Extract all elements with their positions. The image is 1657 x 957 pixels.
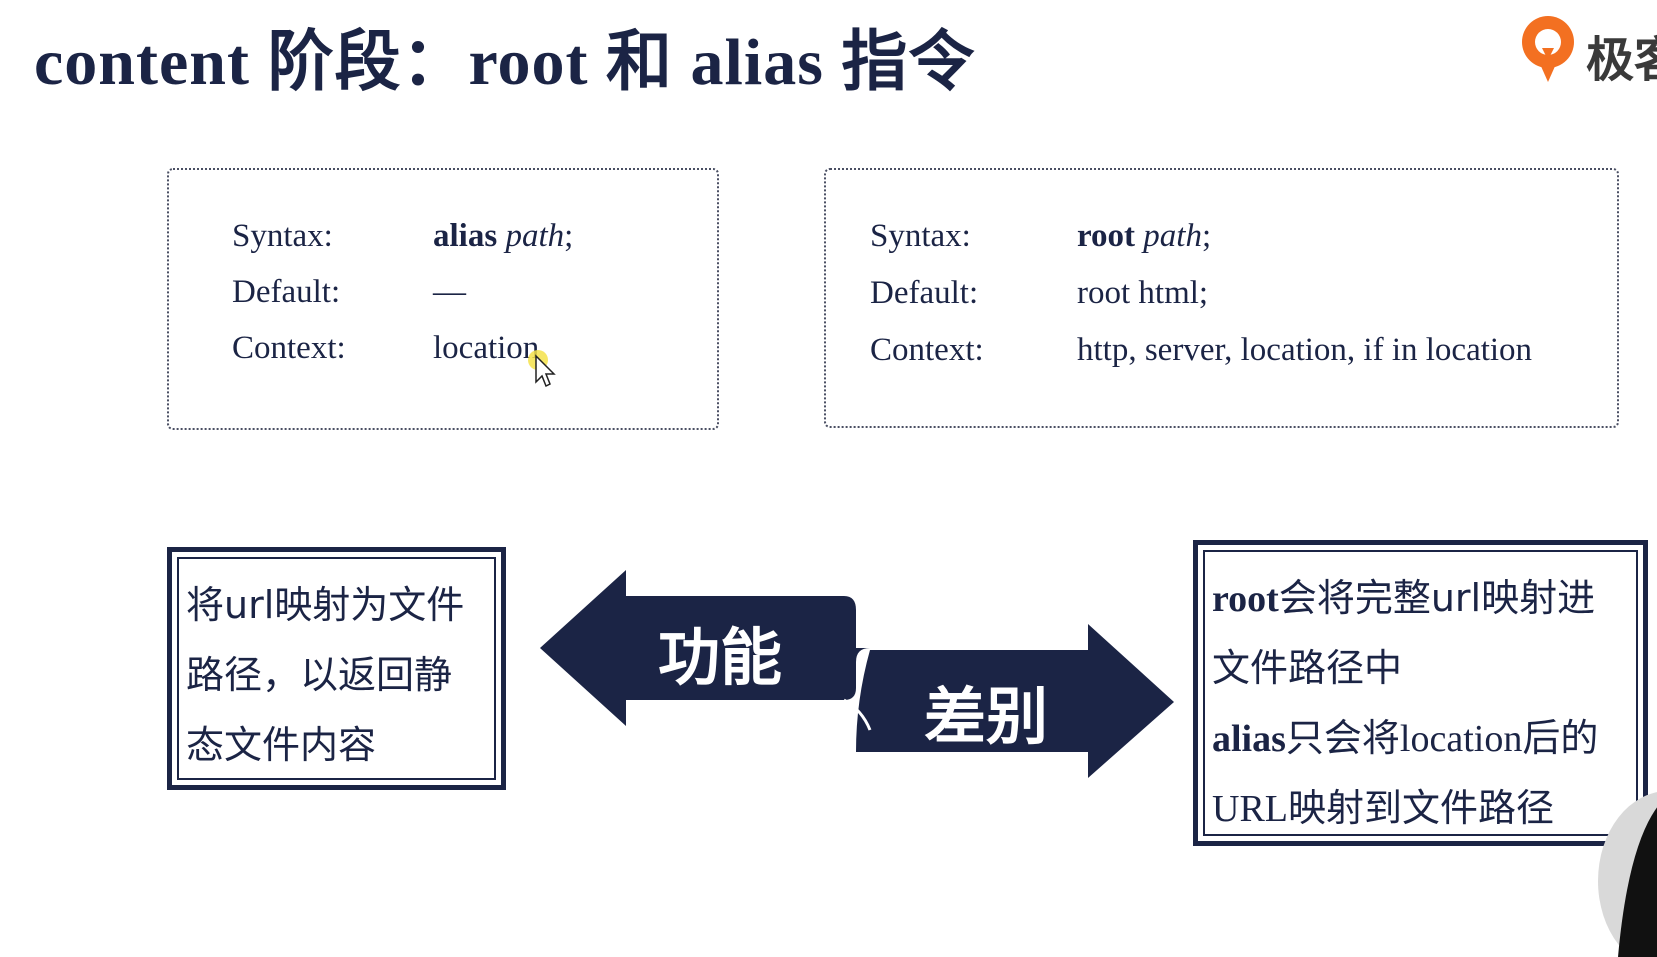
geekbang-logo: 极客 bbox=[1518, 12, 1657, 92]
context-label: Context: bbox=[232, 330, 346, 366]
mouse-cursor-icon bbox=[528, 350, 556, 388]
left-arrow-icon bbox=[540, 570, 856, 726]
syntax-value: alias path; bbox=[433, 218, 573, 255]
function-line-1: 将url映射为文件 bbox=[186, 583, 465, 627]
difference-line-1: root会将完整url映射进 bbox=[1212, 567, 1595, 622]
default-label: Default: bbox=[232, 274, 341, 310]
syntax-param: path bbox=[505, 218, 565, 254]
logo-text: 极客 bbox=[1586, 32, 1657, 88]
function-box: 将url映射为文件 路径，以返回静 态文件内容 bbox=[167, 547, 506, 790]
function-box-inner-border bbox=[177, 557, 496, 780]
difference-line-3-text-b: 后的 bbox=[1522, 716, 1599, 760]
default-value: root html; bbox=[1077, 275, 1209, 311]
syntax-param: path bbox=[1143, 218, 1202, 254]
function-line-2: 路径，以返回静 bbox=[186, 653, 453, 697]
syntax-label: Syntax: bbox=[232, 218, 333, 254]
context-label: Context: bbox=[870, 332, 984, 368]
difference-label: 差别 bbox=[924, 680, 1049, 753]
syntax-label: Syntax: bbox=[870, 218, 971, 254]
presenter-video-overlay bbox=[1598, 786, 1657, 957]
url-word: URL bbox=[1212, 788, 1288, 830]
context-value: http, server, location, if in location bbox=[1077, 332, 1533, 368]
function-label: 功能 bbox=[658, 621, 783, 694]
difference-box: root会将完整url映射进 文件路径中 alias只会将location后的 … bbox=[1193, 540, 1648, 846]
slide-title: content 阶段：root 和 alias 指令 bbox=[34, 26, 976, 99]
difference-line-3-text-a: 只会将 bbox=[1285, 716, 1400, 760]
syntax-value: root path; bbox=[1077, 218, 1211, 255]
alias-directive-box: Syntax: alias path; Default: — Context: … bbox=[167, 168, 719, 430]
root-keyword: root bbox=[1212, 578, 1279, 620]
syntax-end: ; bbox=[1201, 218, 1212, 254]
default-label: Default: bbox=[870, 275, 979, 311]
alias-keyword: alias bbox=[433, 218, 498, 254]
function-line-3: 态文件内容 bbox=[186, 723, 377, 767]
geekbang-logo-icon bbox=[1522, 16, 1574, 82]
syntax-end: ; bbox=[564, 218, 574, 254]
difference-line-4: URL映射到文件路径 bbox=[1212, 777, 1554, 832]
default-value: — bbox=[433, 274, 466, 310]
difference-line-1-text: 会将完整url映射进 bbox=[1278, 576, 1596, 620]
difference-line-3: alias只会将location后的 bbox=[1212, 707, 1598, 762]
root-keyword: root bbox=[1077, 218, 1136, 254]
context-value: location bbox=[433, 330, 540, 366]
alias-keyword: alias bbox=[1212, 718, 1286, 760]
location-word: location bbox=[1399, 718, 1523, 760]
root-directive-box: Syntax: root path; Default: root html; C… bbox=[824, 168, 1619, 428]
right-arrow-icon bbox=[856, 624, 1174, 778]
difference-line-4-text: 映射到文件路径 bbox=[1288, 786, 1555, 830]
difference-box-inner-border bbox=[1203, 550, 1638, 836]
function-difference-arrows: 功能 差别 bbox=[540, 570, 1180, 790]
difference-line-2: 文件路径中 bbox=[1212, 646, 1403, 690]
